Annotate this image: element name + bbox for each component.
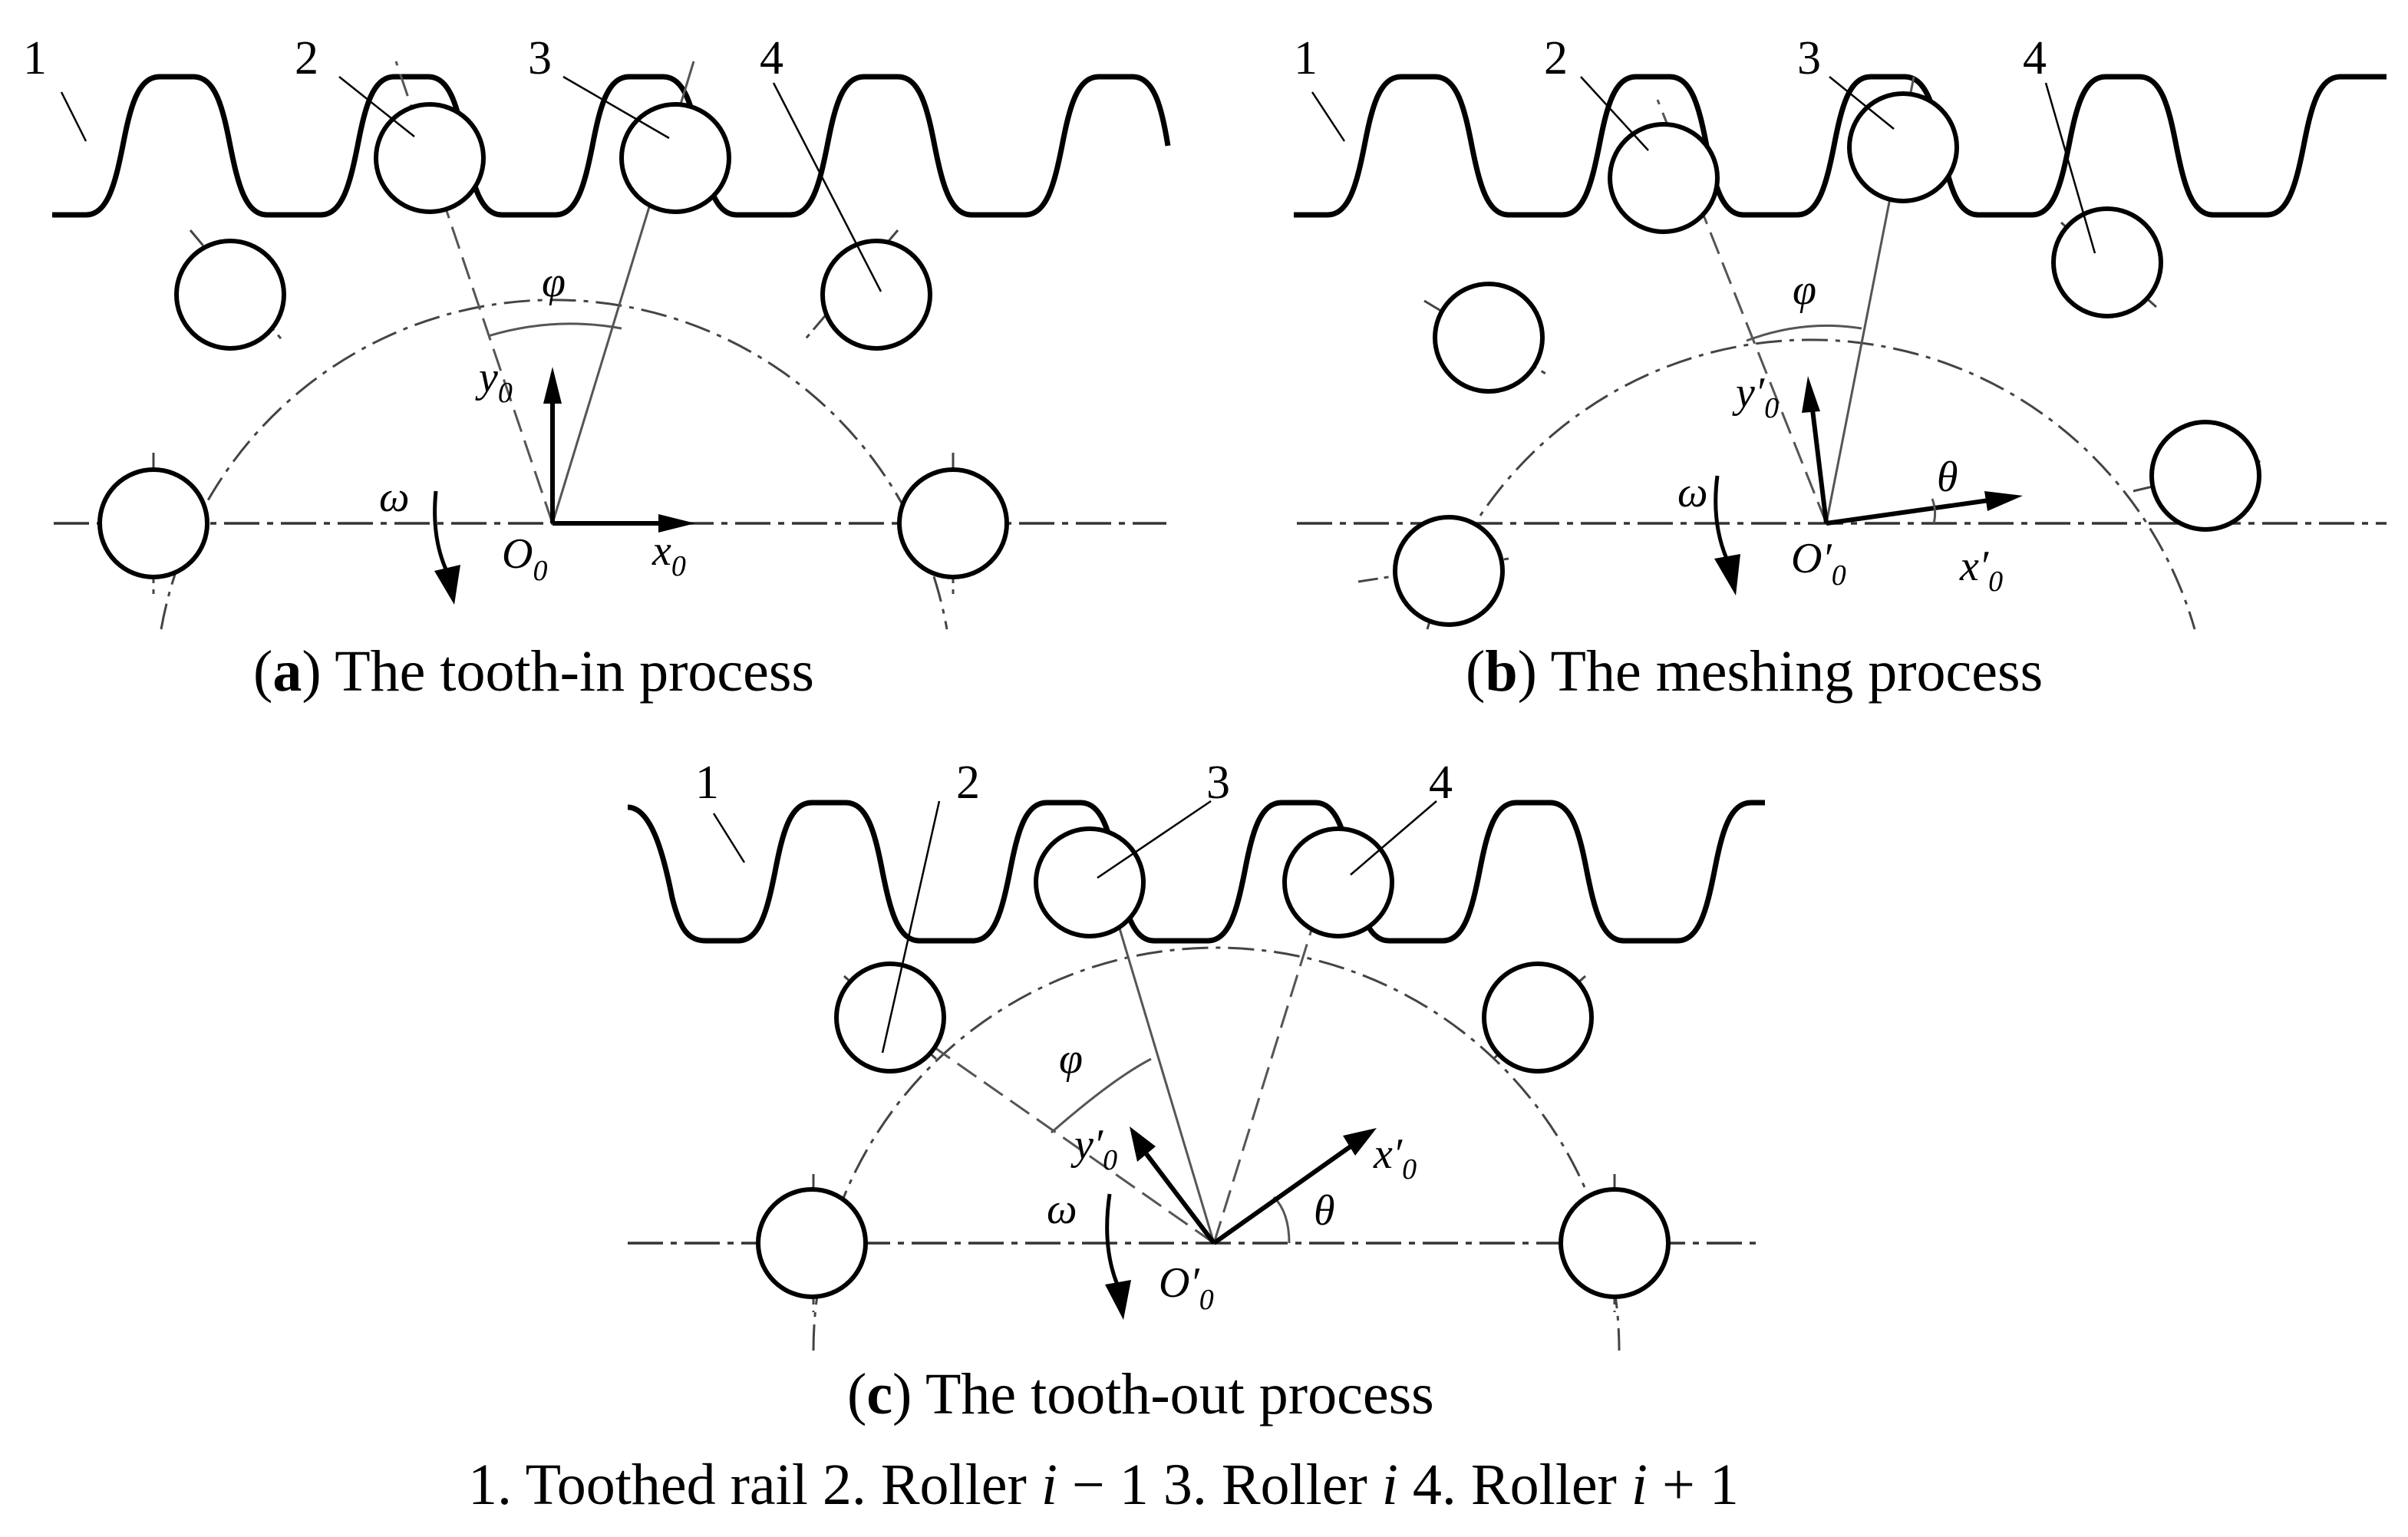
panel-c-x-arrowhead bbox=[1343, 1128, 1377, 1156]
panel-a-roller bbox=[897, 467, 1009, 579]
panel-b-roller bbox=[1393, 515, 1505, 627]
panel-b-x-label: x′0 bbox=[1959, 543, 2003, 598]
panel-a-omega-label: ω bbox=[379, 473, 410, 521]
panel-b-callout-4: 4 bbox=[2023, 32, 2047, 84]
panel-a-leader-2 bbox=[338, 76, 415, 137]
panel-b-leader-1 bbox=[1311, 91, 1346, 142]
panel-a-x-arrowhead bbox=[658, 514, 695, 533]
panel-b-roller bbox=[1433, 282, 1545, 394]
panel-c-origin-label: O′0 bbox=[1159, 1259, 1214, 1316]
panel-b-leader-3 bbox=[1829, 76, 1895, 130]
panel-c-diagram: 1 2 3 4 φ y′0 x′0 θ O′0 ω (c) The tooth-… bbox=[627, 757, 1765, 1427]
panel-a-x-label: x0 bbox=[651, 527, 686, 582]
panel-b-phi-label: φ bbox=[1793, 266, 1816, 314]
panel-a-y-label: y0 bbox=[475, 354, 513, 409]
panel-c-theta-label: θ bbox=[1314, 1187, 1335, 1235]
panel-c-y-axis-arrow bbox=[1144, 1153, 1216, 1245]
panel-b-omega-arrow bbox=[1714, 475, 1729, 559]
panel-a-leader-3 bbox=[562, 75, 670, 140]
panel-b-theta-arc bbox=[1931, 498, 1937, 524]
panel-a-callout-4: 4 bbox=[760, 32, 783, 84]
panel-b-caption: (b) The meshing process bbox=[1466, 639, 2043, 704]
panel-a-omega-arrowhead bbox=[434, 565, 460, 605]
panel-c-roller-3 bbox=[1034, 826, 1146, 938]
panel-b-callout-2: 2 bbox=[1544, 32, 1568, 84]
panel-a-roller bbox=[97, 467, 209, 579]
panel-a-leader-4 bbox=[772, 82, 882, 292]
panel-c-roller bbox=[756, 1187, 868, 1299]
panel-c-callout-4: 4 bbox=[1429, 757, 1453, 809]
panel-b-x-axis-arrow bbox=[1826, 498, 1990, 526]
panel-a-caption: (a) The tooth-in process bbox=[253, 639, 814, 704]
panel-a-callout-2: 2 bbox=[295, 32, 318, 84]
panel-b-y-axis-arrow bbox=[1810, 409, 1829, 524]
panel-c-toothed-rail bbox=[627, 800, 1765, 944]
panel-c-pitch-circle bbox=[812, 946, 1621, 1351]
panel-a-roller-3 bbox=[619, 102, 731, 214]
panel-c-leader-1 bbox=[712, 813, 746, 863]
panel-a-callout-3: 3 bbox=[528, 32, 552, 84]
panel-b-callout-1: 1 bbox=[1294, 32, 1318, 84]
panel-b-roller-3 bbox=[1847, 91, 1959, 203]
panel-c-phi-arc bbox=[1051, 1057, 1152, 1134]
panel-b-theta-label: θ bbox=[1937, 454, 1958, 501]
panel-b-omega-arrowhead bbox=[1714, 554, 1740, 595]
panel-a-roller bbox=[174, 239, 286, 351]
panel-a-leader-1 bbox=[60, 91, 87, 142]
panel-a-phi-label: φ bbox=[542, 259, 566, 306]
panel-c-leader-4 bbox=[1350, 800, 1437, 876]
panel-b-origin-label: O′0 bbox=[1791, 535, 1846, 592]
panel-c-x-label: x′0 bbox=[1373, 1130, 1417, 1186]
panel-b-roller bbox=[2149, 420, 2261, 532]
panel-b-ray-roller-2 bbox=[1656, 99, 1828, 524]
panel-c-omega-arrow bbox=[1105, 1193, 1120, 1285]
panel-c-omega-label: ω bbox=[1047, 1186, 1077, 1233]
panel-a-crosshair bbox=[801, 229, 899, 343]
panel-b-callout-3: 3 bbox=[1797, 32, 1821, 84]
panel-a-omega-arrow bbox=[433, 490, 449, 572]
panel-a-origin-label: O0 bbox=[502, 530, 547, 587]
panel-c-y-arrowhead bbox=[1130, 1126, 1156, 1162]
panel-c-callout-1: 1 bbox=[695, 757, 719, 809]
panel-c-leader-3 bbox=[1097, 800, 1212, 879]
panel-c-omega-arrowhead bbox=[1105, 1280, 1131, 1320]
panel-c-theta-arc bbox=[1272, 1196, 1291, 1244]
panel-b-phi-arc bbox=[1746, 324, 1862, 342]
panel-b-roller-2 bbox=[1608, 122, 1720, 234]
panel-a-roller-4 bbox=[820, 239, 932, 351]
panel-a-toothed-rail bbox=[52, 74, 1171, 218]
panel-b-roller-4 bbox=[2051, 206, 2163, 318]
panel-a-phi-arc bbox=[487, 322, 622, 338]
panel-c-roller-4 bbox=[1282, 826, 1394, 938]
panel-b-diagram: 1 2 3 4 φ y′0 x′0 θ O′0 ω (b) The meshin… bbox=[1294, 32, 2387, 704]
panel-c-callout-2: 2 bbox=[956, 757, 980, 809]
panel-c-leader-2 bbox=[881, 800, 941, 1054]
panel-c-y-label: y′0 bbox=[1070, 1121, 1117, 1176]
panel-b-y-arrowhead bbox=[1802, 376, 1820, 413]
panel-b-toothed-rail bbox=[1294, 74, 2387, 218]
panel-a-pitch-circle bbox=[160, 298, 948, 630]
panel-b-pitch-circle bbox=[1426, 338, 2196, 630]
panel-a-roller-2 bbox=[374, 102, 486, 214]
panel-c-phi-label: φ bbox=[1059, 1035, 1083, 1083]
panel-a-y-arrowhead bbox=[543, 367, 562, 404]
panel-b-y-label: y′0 bbox=[1732, 369, 1779, 424]
panel-c-roller bbox=[1559, 1187, 1671, 1299]
panel-b-x-arrowhead bbox=[1984, 491, 2023, 511]
panel-b-omega-label: ω bbox=[1677, 469, 1708, 516]
panel-b-leader-4 bbox=[2044, 82, 2096, 254]
panel-c-callout-3: 3 bbox=[1206, 757, 1230, 809]
legend-line: 1. Toothed rail 2. Roller i − 1 3. Rolle… bbox=[468, 1453, 1739, 1517]
panel-c-roller bbox=[1482, 961, 1594, 1074]
panel-b-leader-2 bbox=[1580, 76, 1649, 151]
panel-a-diagram: 1 2 3 4 φ y0 x0 O0 ω (a) The tooth-in pr… bbox=[23, 32, 1171, 704]
panel-c-caption: (c) The tooth-out process bbox=[847, 1362, 1434, 1427]
panel-c-x-axis-arrow bbox=[1212, 1144, 1352, 1245]
panel-a-callout-1: 1 bbox=[23, 32, 47, 84]
